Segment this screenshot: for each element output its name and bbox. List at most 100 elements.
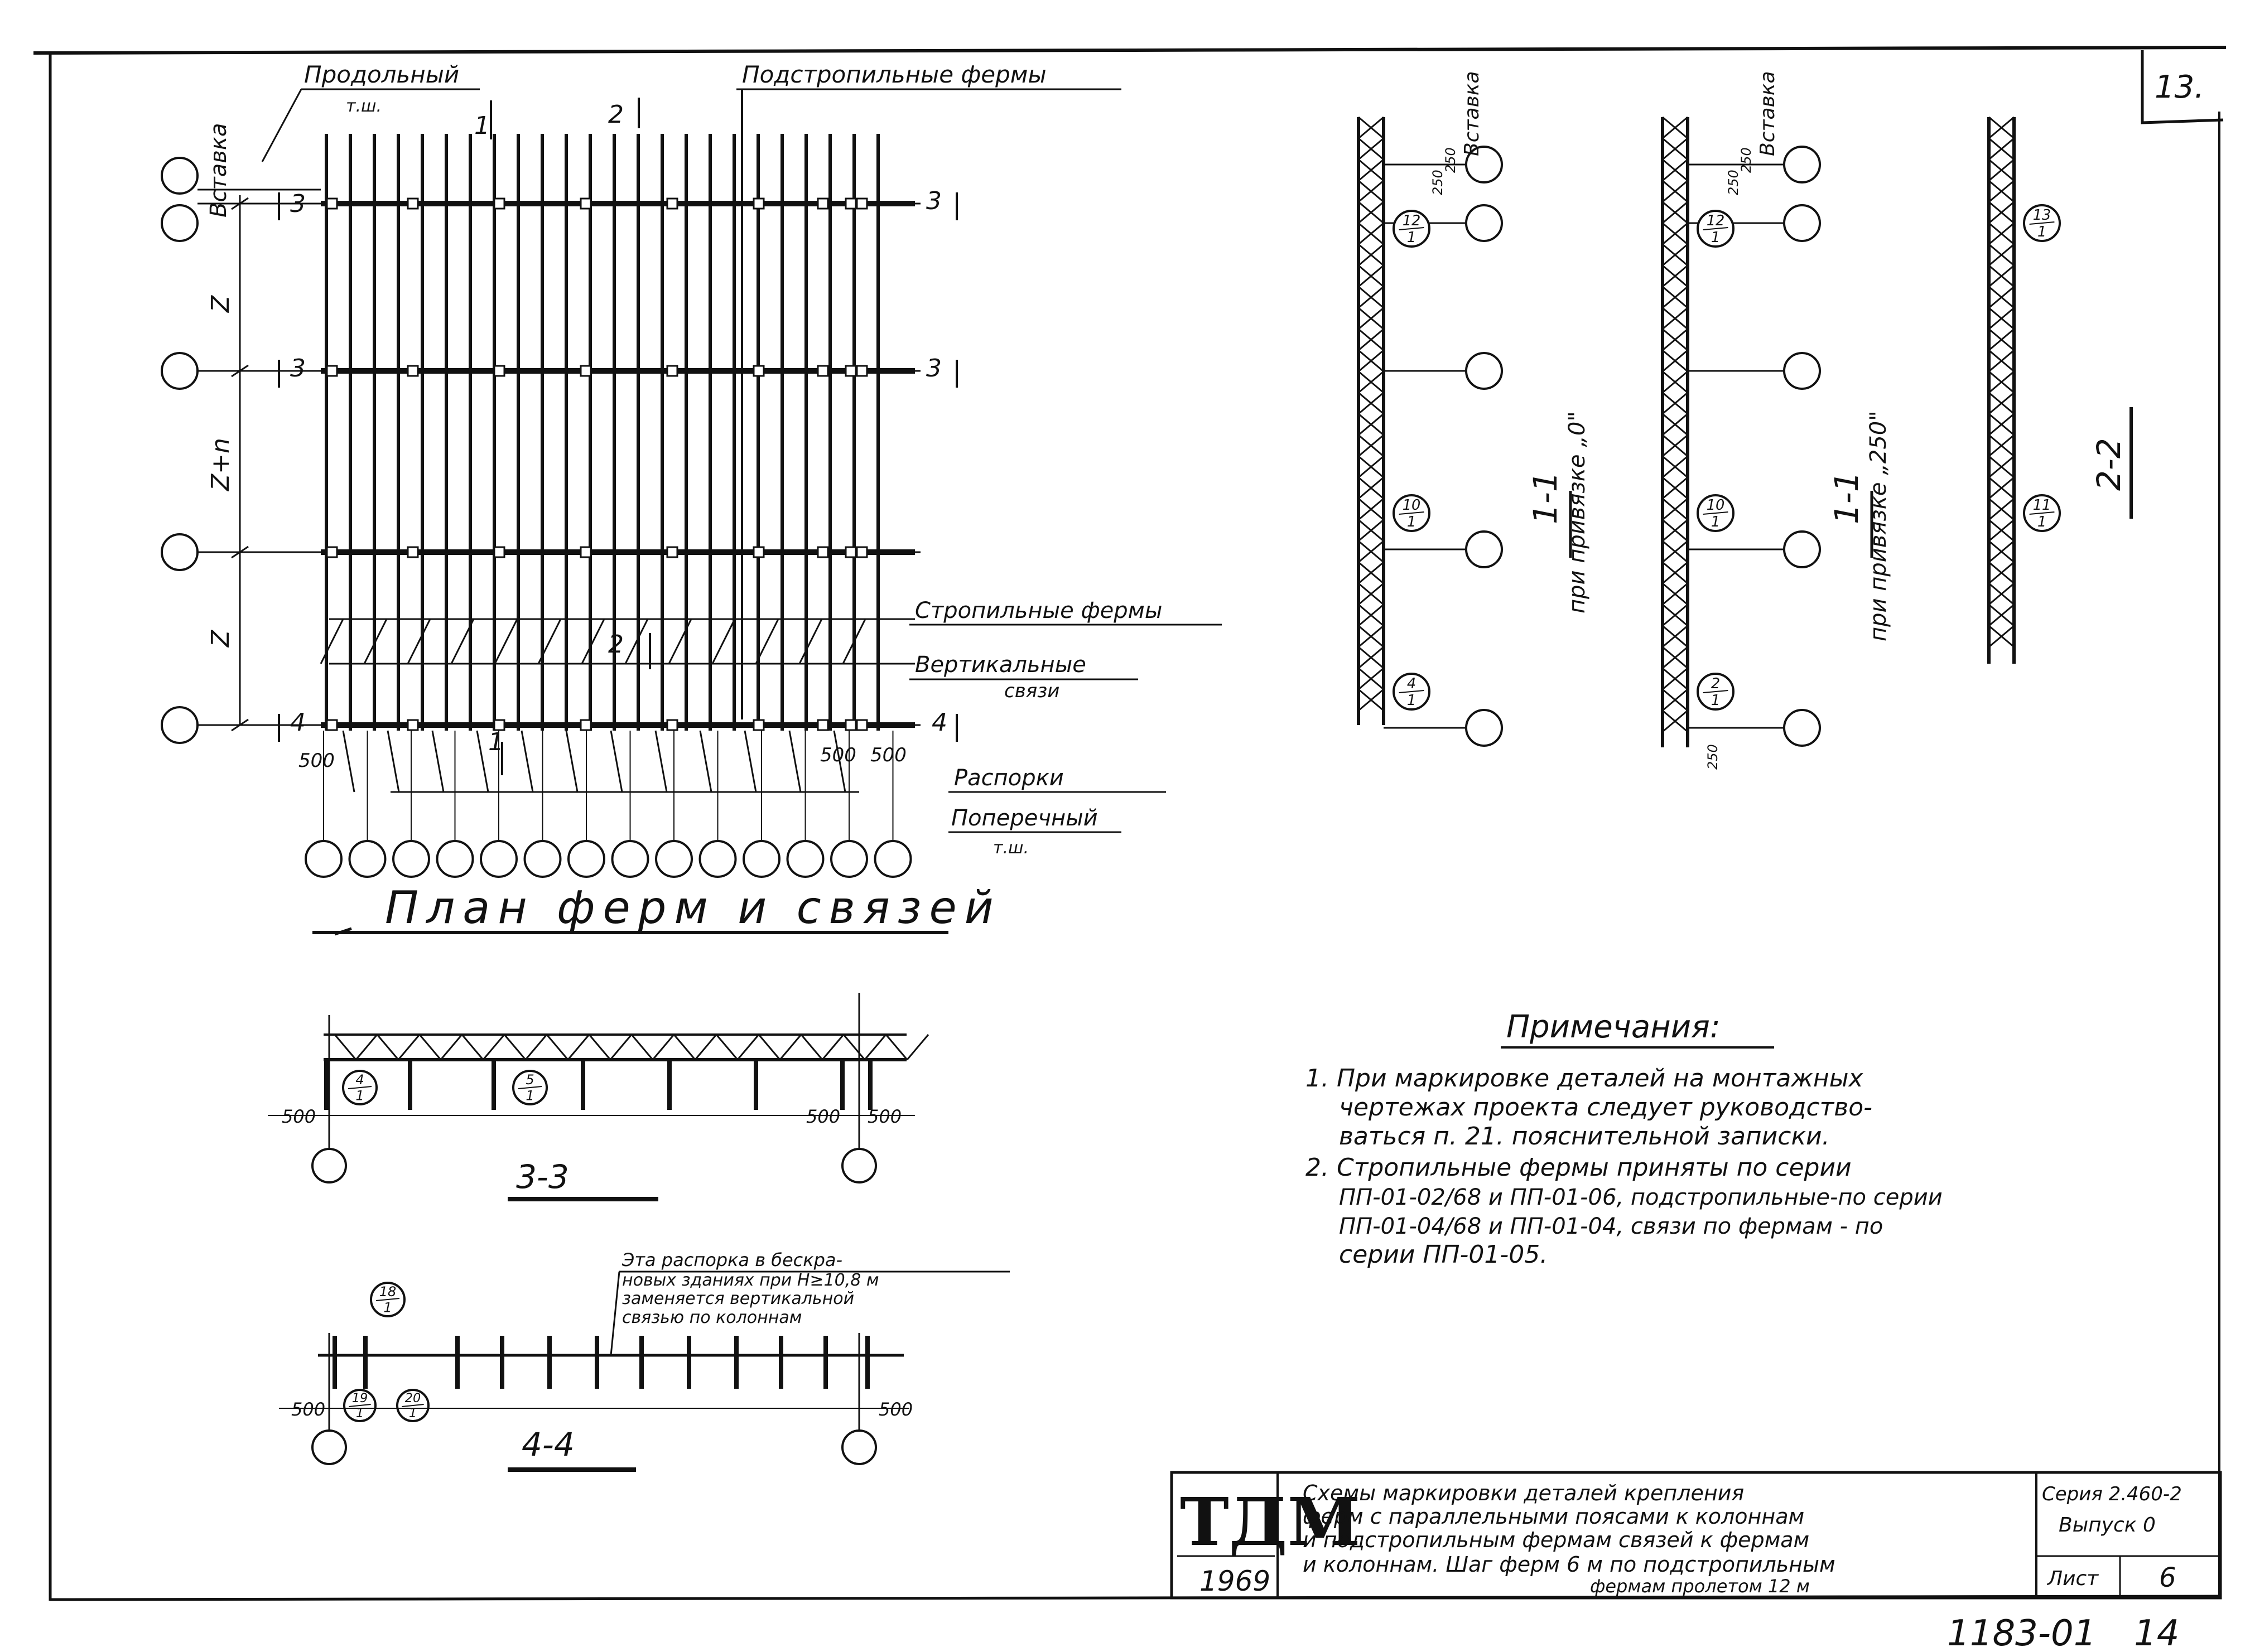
vertical-bracing-11 <box>798 619 823 664</box>
joint-1-1 <box>407 365 419 377</box>
dim-250-a1: 250 <box>1443 147 1458 173</box>
axis-marker-bottom-10 <box>743 840 780 878</box>
sec33-web-a-8 <box>673 1034 696 1060</box>
sec44-callout-19-divider <box>349 1404 371 1407</box>
sec33-web-b-9 <box>736 1034 760 1060</box>
sec11b-truss-diag-b-28 <box>1662 709 1688 733</box>
sec11b-truss-diag-b-12 <box>1662 370 1688 394</box>
insert-label-1-1a: Вставка <box>1461 71 1483 156</box>
sec11a-truss-diag-b-4 <box>1358 201 1384 224</box>
sec11b-truss-diag-b-3 <box>1662 180 1688 203</box>
sec11a-truss-diag-b-10 <box>1358 328 1384 351</box>
sec11a-truss-diag-b-24 <box>1358 625 1384 648</box>
sec11a-truss-diag-b-17 <box>1358 476 1384 500</box>
sec22-truss-diag-b-22 <box>1988 582 2015 606</box>
title-sheet-number: 6 <box>2159 1562 2176 1593</box>
section-mark-1-bottom: 1 <box>488 728 504 756</box>
section-1-1a-title: 1-1 <box>1526 471 1564 524</box>
joint-0-7 <box>817 197 829 210</box>
sec11b-truss-diag-b-2 <box>1662 158 1688 182</box>
sec11a-truss-diag-b-6 <box>1358 243 1384 267</box>
sec11a-truss-diag-b-0 <box>1358 116 1384 139</box>
sec11b-truss-diag-b-1 <box>1662 137 1688 161</box>
strut-11 <box>833 730 846 793</box>
sec44-callout-19-top: 19 <box>352 1391 368 1405</box>
sec33-web-a-6 <box>588 1034 611 1060</box>
sec22-truss-diag-b-5 <box>1988 222 2015 245</box>
sec11a-axis-1 <box>1465 204 1503 242</box>
org-mark: ТДМ <box>1180 1483 1360 1561</box>
sec33-web-b-10 <box>779 1034 802 1060</box>
sec11b-callout-10-top: 10 <box>1707 497 1725 514</box>
sec11b-truss-diag-b-17 <box>1662 476 1688 500</box>
sec11b-truss-diag-b-0 <box>1662 116 1688 139</box>
section-mark-3-right-mid: 3 <box>926 354 942 383</box>
sec11b-truss-diag-b-6 <box>1662 243 1688 267</box>
sec11b-truss-diag-b-23 <box>1662 603 1688 627</box>
sec33-callout-5-top: 5 <box>526 1072 534 1088</box>
sec33-web-a-4 <box>503 1034 527 1060</box>
sec33-web-b-12 <box>864 1034 887 1060</box>
dim-250-b3: 250 <box>1705 744 1721 770</box>
sec44-note-line1: Эта распорка в бескра- <box>621 1249 842 1271</box>
sec44-callout-20-top: 20 <box>405 1391 421 1405</box>
sec22-truss-diag-b-3 <box>1988 180 2015 203</box>
sec11b-truss-diag-b-27 <box>1662 688 1688 712</box>
label-longitudinal-sub: т.ш. <box>346 96 382 116</box>
sec33-web-a-5 <box>546 1034 569 1060</box>
strut-5 <box>565 730 579 793</box>
joint-0-1 <box>407 197 419 210</box>
sec11a-callout-4-bottom: 1 <box>1407 692 1416 709</box>
sec33-web-b-7 <box>652 1034 675 1060</box>
sec33-axis-marker-left <box>311 1148 347 1184</box>
axis-marker-row-2 <box>161 352 199 390</box>
strut-1 <box>387 730 400 793</box>
joint-1-5 <box>753 365 765 377</box>
insert-label-1-1b: Вставка <box>1756 71 1779 156</box>
sec22-truss-diag-b-6 <box>1988 243 2015 267</box>
note-line-7: серии ПП-01-05. <box>1339 1240 1548 1269</box>
sec11a-truss-diag-b-19 <box>1358 519 1384 542</box>
sec22-truss-diag-b-7 <box>1988 264 2015 288</box>
sec22-truss-diag-b-23 <box>1988 603 2015 627</box>
section-mark-4-left: 4 <box>290 708 306 737</box>
sec11b-axis-2 <box>1783 352 1821 390</box>
strut-0 <box>342 730 355 793</box>
joint-3-5 <box>753 719 765 731</box>
sec44-callout-18-top: 18 <box>379 1284 397 1300</box>
sec11a-truss-diag-b-27 <box>1358 688 1384 712</box>
sec33-web-a-12 <box>842 1034 866 1060</box>
section-1-1a-subtitle: при привязке „0" <box>1564 411 1590 614</box>
sec33-web-a-3 <box>461 1034 484 1060</box>
vertical-bracing-8 <box>668 619 692 664</box>
title-year: 1969 <box>1199 1565 1270 1597</box>
sec11a-callout-10-bottom: 1 <box>1407 514 1416 530</box>
sec22-truss-diag-b-18 <box>1988 497 2015 521</box>
sec11a-truss-diag-b-2 <box>1358 158 1384 182</box>
section-1-1b-title: 1-1 <box>1828 471 1866 524</box>
sec33-web-a-9 <box>715 1034 739 1060</box>
sec22-truss-diag-b-20 <box>1988 540 2015 563</box>
sec11a-truss-diag-b-21 <box>1358 561 1384 585</box>
sec11a-callout-4-divider <box>1399 690 1424 693</box>
sec11a-axis-2 <box>1465 352 1503 390</box>
joint-0-6 <box>845 197 857 210</box>
joint-3-7 <box>817 719 829 731</box>
sec22-truss-diag-b-10 <box>1988 328 2015 351</box>
joint-0-2 <box>493 197 505 210</box>
title-sheet-label: Лист <box>2046 1567 2099 1590</box>
vertical-bracing-10 <box>755 619 779 664</box>
sec11b-axis-0 <box>1783 146 1821 183</box>
sec44-note-line4: связью по колоннам <box>622 1308 802 1327</box>
axis-marker-bottom-2 <box>392 840 430 878</box>
strut-7 <box>654 730 668 793</box>
sec11b-axis-4 <box>1783 709 1821 747</box>
strut-6 <box>610 730 623 793</box>
vertical-bracing-4 <box>494 619 518 664</box>
axis-marker-bottom-13 <box>874 840 912 878</box>
sec11a-truss-diag-b-9 <box>1358 307 1384 330</box>
sec11b-truss-diag-b-24 <box>1662 625 1688 648</box>
